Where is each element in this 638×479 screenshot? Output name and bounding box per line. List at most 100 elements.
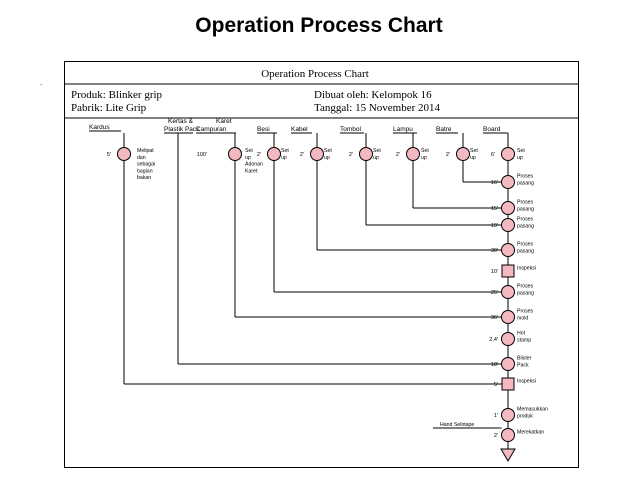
made-by-label: Dibuat oleh: Kelompok 16 [314,89,432,101]
side-op-2-circle [267,147,281,161]
side-op-time: 2' [257,152,261,158]
side-op-label-text: Adonan [245,162,263,168]
main-step-label-text: pasang [517,180,534,186]
material-label: Batre [436,126,452,133]
side-op-time: 5' [107,152,111,158]
side-op-time: 2' [300,152,304,158]
side-op-time: 2' [349,152,353,158]
main-step-4-square [501,264,515,278]
main-step-label-text: Hot [517,331,526,337]
side-op-label-text: bakan [137,175,151,181]
main-step-5-circle [501,285,515,299]
main-step-label-text: pasang [517,248,534,254]
main-step-6-circle [501,310,515,324]
chart-title: Operation Process Chart [261,68,369,80]
main-step-label-text: Proses [517,242,534,248]
main-step-time: 2' [494,433,498,439]
side-op-label-text: Set [373,148,381,154]
side-op-0-circle [117,147,131,161]
main-step-time: 1' [494,413,498,419]
side-op-label-text: Set [281,148,289,154]
main-step-label-text: Memasukkan [517,407,548,413]
side-op-label-text: up [324,155,330,161]
material-label: Campuran [196,126,227,133]
side-op-1-circle [228,147,242,161]
main-step-label-text: mold [517,315,528,321]
main-step-10-circle [501,408,515,422]
side-op-label-text: up [421,155,427,161]
side-op-label-text: Melipat [137,148,154,154]
material-label: Besi [257,126,270,133]
main-step-7-circle [501,332,515,346]
material-label: Plastik Pack [164,126,200,133]
side-op-label-text: up [470,155,476,161]
main-step-3-circle [501,243,515,257]
main-step-label-text: produk [517,413,533,419]
side-op-5-circle [406,147,420,161]
factory-label: Pabrik: Lite Grip [71,102,147,114]
side-op-label-text: Set [324,148,332,154]
material-label: Tombol [340,126,362,133]
material-label: Lampu [393,126,413,133]
main-step-label-text: pasang [517,223,534,229]
opc-diagram: Operation Process Chart Produk: Blinker … [65,68,578,462]
main-step-label-text: Inspeksi [517,266,536,272]
side-op-label-text: Set [245,148,253,154]
board-setup-label-text: up [517,155,523,161]
date-label: Tanggal: 15 November 2014 [314,102,441,114]
side-op-label-text: up [281,155,287,161]
side-op-label-text: dan [137,155,146,161]
material-label: Kabel [291,126,308,133]
main-step-1-circle [501,201,515,215]
side-op-time: 100' [197,152,207,158]
side-op-6-circle [456,147,470,161]
main-step-time: 10' [491,269,498,275]
product-label: Produk: Blinker grip [71,89,163,101]
main-step-label-text: pasang [517,290,534,296]
main-step-time: 16' [491,180,498,186]
main-step-time: 36' [491,315,498,321]
side-op-label-text: bagian [137,168,153,174]
main-step-time: 15' [491,206,498,212]
main-step-9-square [501,377,515,391]
operation-process-chart: Operation Process Chart Produk: Blinker … [64,61,579,468]
side-op-label-text: up [245,155,251,161]
material-label: Kertas & [168,118,194,125]
slide-title: Operation Process Chart [195,14,443,37]
main-step-time: 19' [491,223,498,229]
side-op-label-text: Karet [245,168,258,174]
material-label: Kardus [89,124,110,131]
main-step-label-text: Proses [517,309,534,315]
main-step-time: 2,4' [489,337,498,343]
main-step-time: 18' [491,362,498,368]
main-step-label-text: Pack [517,362,529,368]
side-op-label-text: Set [470,148,478,154]
side-op-3-circle [310,147,324,161]
side-op-time: 2' [446,152,450,158]
side-op-time: 2' [396,152,400,158]
board-setup-label-text: Set [517,148,525,154]
side-op-label-text: up [373,155,379,161]
main-step-label-text: pasang [517,206,534,212]
material-label: Board [483,126,501,133]
main-step-label-text: Proses [517,174,534,180]
main-step-time: 5' [494,382,498,388]
side-op-label-text: Set [421,148,429,154]
main-step-label-text: Merekatkan [517,430,544,436]
board-setup-time: 6' [491,152,495,158]
material-label: Karet [216,118,232,125]
bullet-dot: . [40,78,43,87]
main-step-time: 30' [491,248,498,254]
main-step-label-text: Inspeksi [517,379,536,385]
side-op-label-text: sebagai [137,162,155,168]
main-step-2-circle [501,218,515,232]
main-step-8-circle [501,357,515,371]
main-step-label-text: Blister [517,356,532,362]
board-setup-circle [501,147,515,161]
main-step-11-circle [501,428,515,442]
main-step-label-text: Proses [517,200,534,206]
main-step-label-text: Proses [517,217,534,223]
main-step-label-text: stamp [517,337,531,343]
end-triangle [500,448,516,462]
